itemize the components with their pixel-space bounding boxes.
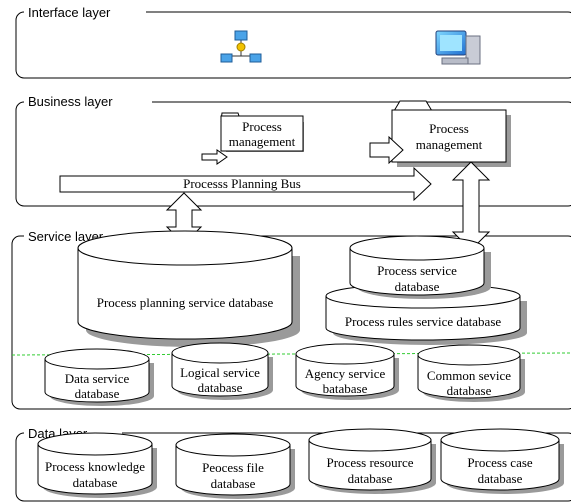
resource-db-line1: Process resource	[327, 455, 414, 470]
data-service-database: Data service database	[44, 348, 154, 406]
process-service-db-line2: database	[395, 279, 440, 294]
business-layer-title: Business layer	[28, 94, 113, 109]
common-service-database: Common sevice database	[417, 344, 525, 402]
network-icon	[220, 30, 262, 63]
agency-service-database: Agency service batabase	[295, 343, 399, 400]
common-service-db-line1: Common sevice	[427, 368, 511, 383]
logical-service-database: Logical service database	[171, 342, 273, 400]
knowledge-db-line1: Process knowledge	[45, 459, 145, 474]
interface-layer-title: Interface layer	[28, 5, 111, 20]
planning-db-label: Process planning service database	[97, 295, 274, 310]
process-service-db-line1: Process service	[377, 263, 457, 278]
interface-layer: Interface layer	[15, 4, 571, 79]
knowledge-db-line2: database	[73, 475, 118, 490]
process-planning-bus: Processs Planning Bus	[59, 166, 432, 202]
logical-service-db-line2: database	[198, 380, 243, 395]
process-resource-database: Process resource database	[308, 428, 436, 494]
file-db-line2: database	[211, 476, 256, 491]
common-service-db-line2: database	[447, 383, 492, 398]
agency-service-db-line2: batabase	[323, 381, 368, 396]
logical-service-db-line1: Logical service	[180, 365, 260, 380]
rules-db-label: Process rules service database	[345, 314, 502, 329]
process-file-database: Peocess file database	[175, 433, 295, 499]
service-layer-title: Service layer	[28, 229, 104, 244]
case-db-line2: database	[478, 471, 523, 486]
business-layer: Business layer Process management Proces…	[15, 93, 571, 207]
bus-label: Processs Planning Bus	[183, 176, 301, 191]
planning-service-database: Process planning service database	[77, 230, 300, 347]
data-layer: Data layer Process knowledge database Pe…	[15, 425, 571, 502]
process-mgmt-large-line2: management	[416, 137, 483, 152]
file-db-line1: Peocess file	[202, 460, 264, 475]
case-db-line1: Process case	[467, 455, 533, 470]
process-case-database: Process case database	[440, 428, 564, 494]
agency-service-db-line1: Agency service	[305, 366, 386, 381]
process-management-small: Process management	[201, 112, 304, 165]
service-layer: Service layer Process planning service d…	[11, 161, 571, 410]
process-mgmt-small-line2: management	[229, 134, 296, 149]
process-knowledge-database: Process knowledge database	[37, 432, 157, 498]
data-service-db-line2: database	[75, 386, 120, 401]
resource-db-line2: database	[348, 471, 393, 486]
process-management-large: Process management	[369, 100, 511, 167]
computer-icon	[435, 30, 481, 65]
process-mgmt-large-line1: Process	[429, 121, 469, 136]
process-service-database: Process service database	[349, 235, 491, 299]
data-service-db-line1: Data service	[65, 371, 130, 386]
process-mgmt-small-line1: Process	[242, 119, 282, 134]
